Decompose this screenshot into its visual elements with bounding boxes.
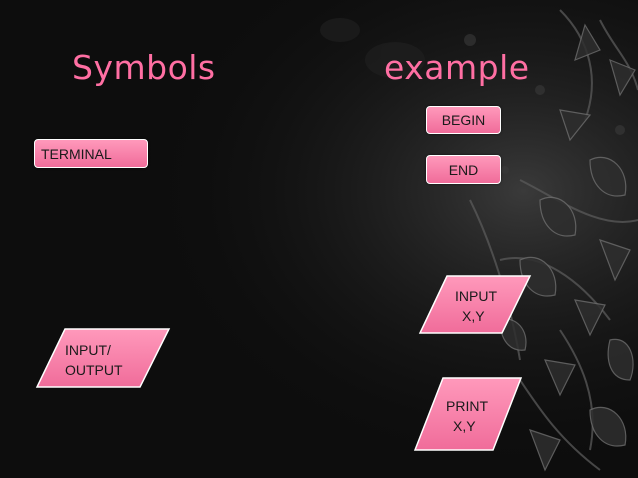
begin-terminal: BEGIN	[426, 106, 501, 134]
print-xy-symbol: PRINT X,Y	[413, 377, 523, 452]
terminal-symbol: TERMINAL	[34, 139, 148, 168]
input-output-label-line2: OUTPUT	[65, 362, 123, 378]
input-output-symbol: INPUT/ OUTPUT	[35, 328, 171, 389]
input-xy-symbol: INPUT X,Y	[418, 275, 532, 335]
print-xy-parallelogram	[413, 377, 523, 451]
input-output-parallelogram	[35, 328, 171, 388]
print-xy-label-line2: X,Y	[453, 418, 476, 434]
end-terminal: END	[426, 155, 501, 184]
input-xy-parallelogram	[418, 275, 532, 334]
input-xy-label-line2: X,Y	[462, 308, 485, 324]
input-output-label-line1: INPUT/	[65, 342, 111, 358]
print-xy-label-line1: PRINT	[446, 398, 488, 414]
example-heading: example	[384, 48, 530, 87]
terminal-label: TERMINAL	[41, 145, 112, 162]
symbols-heading: Symbols	[72, 48, 216, 87]
end-label: END	[448, 161, 479, 178]
begin-label: BEGIN	[441, 112, 486, 128]
input-xy-label-line1: INPUT	[455, 288, 497, 304]
